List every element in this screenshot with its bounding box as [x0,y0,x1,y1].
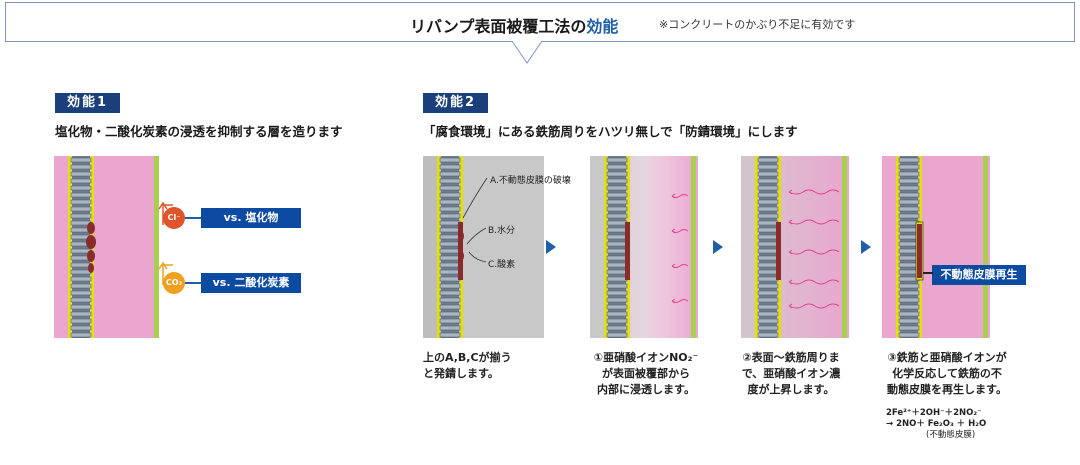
panel-3-cross-section [741,156,849,338]
caption-1: 上のA,B,Cが揃う と発錆します。 [423,350,512,382]
connector-line [185,217,201,219]
co2-icon: CO₂ [163,272,185,294]
equation-line: 2Fe²⁺＋2OH⁻＋2NO₂⁻ [886,408,982,418]
label-passive-film-break: A.不動態皮膜の破壊 [490,176,571,186]
caption-4: ③鉄筋と亜硝酸イオンが 化学反応して鉄筋の不 動態皮膜を再生します。 [872,350,1022,398]
title-pointer [512,41,542,64]
caption-line: 化学反応して鉄筋の不 [892,367,1002,380]
co2-label: vs. 二酸化炭素 [201,273,301,293]
page-title: リバンプ表面被覆工法の効能 [410,13,618,37]
caption-line: 内部に浸透します。 [597,383,695,396]
panel-2-cross-section [590,156,698,338]
caption-2: ①亜硝酸イオンNO₂⁻ が表面被覆部から 内部に浸透します。 [587,350,705,398]
caption-line: ②表面～鉄筋周りま [742,351,840,364]
panel-1-cross-section [423,156,544,338]
caption-line: ①亜硝酸イオンNO₂⁻ [593,351,699,364]
effect1-tag: 効能1 [55,93,120,113]
connector-line [185,282,201,284]
panel-4-cross-section [882,156,990,338]
title-prefix: リバンプ表面被覆工法の [410,17,587,36]
chloride-label: vs. 塩化物 [201,208,301,228]
caption-line: が表面被覆部から [602,367,690,380]
caption-line: 上のA,B,Cが揃う [423,351,512,364]
effect2-heading: 「腐食環境」にある鉄筋周りをハツリ無しで「防錆環境」にします [423,124,798,139]
chloride-ion-icon: Cl⁻ [163,207,185,229]
label-water: B.水分 [488,226,516,236]
caption-line: と発錆します。 [423,367,499,380]
label-oxygen: C.酸素 [488,260,516,270]
title-banner [5,2,1075,42]
step-arrow [861,240,871,254]
caption-line: 動態皮膜を再生します。 [887,383,1007,396]
caption-3: ②表面～鉄筋周りま で、亜硝酸イオン濃 度が上昇します。 [732,350,850,398]
step-arrow [713,240,723,254]
caption-line: で、亜硝酸イオン濃 [741,367,841,380]
rebar [70,156,92,338]
effect2-tag: 効能2 [423,93,488,113]
title-note: ※コンクリートのかぶり不足に有効です [659,18,856,31]
effect1-cross-section [54,156,159,338]
badge-pointer [923,272,933,274]
regeneration-badge: 不動態皮膜再生 [932,265,1026,285]
equation-note: (不動態皮膜) [926,430,976,440]
effect1-heading: 塩化物・二酸化炭素の浸透を抑制する層を造ります [55,124,343,139]
caption-line: 度が上昇します。 [747,383,835,396]
step-arrow [546,240,556,254]
equation-line: → 2NO＋ Fe₂O₃ ＋ H₂O [886,419,987,429]
title-highlight: 効能 [586,17,619,36]
caption-line: ③鉄筋と亜硝酸イオンが [887,351,1007,364]
chemical-equation: 2Fe²⁺＋2OH⁻＋2NO₂⁻ → 2NO＋ Fe₂O₃ ＋ H₂O (不動態… [886,408,986,441]
rust-spots [86,222,96,273]
